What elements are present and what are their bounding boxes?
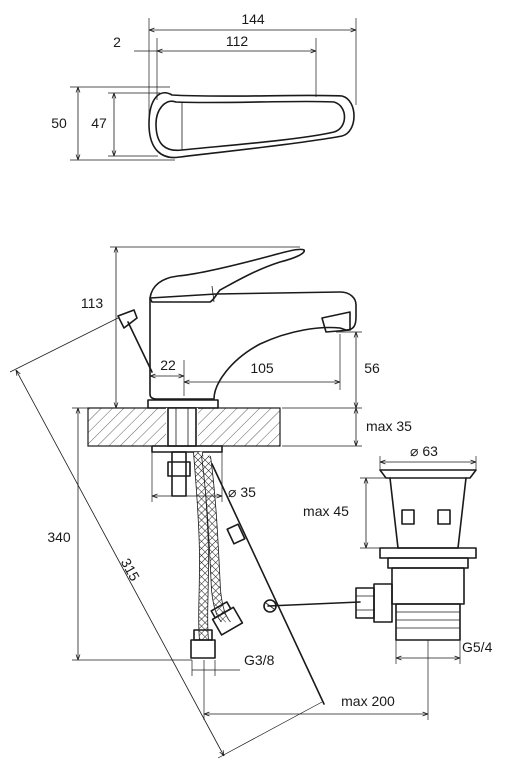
dim-deck-thickness: max 35 — [366, 418, 412, 434]
hose-fitting-left — [190, 639, 216, 659]
waste-body-lower — [391, 567, 465, 605]
popup-rod-knob — [117, 309, 153, 373]
dim-rod-reach: max 200 — [341, 693, 395, 709]
waste-dimensions: ⌀ 63 max 45 G5/4 — [303, 443, 493, 664]
overflow-slot-right — [437, 509, 451, 525]
dim-total-height: 340 — [47, 529, 71, 545]
side-nut — [355, 587, 375, 619]
handle-top-inner — [155, 100, 346, 152]
dim-hose-thread: G3/8 — [244, 652, 275, 668]
mounting-plate — [151, 445, 223, 453]
dim-overall-width: 144 — [241, 11, 265, 27]
rod-clip — [226, 523, 246, 545]
dim-hole-diameter: ⌀ 35 — [228, 484, 256, 500]
dim-spout-reach: 105 — [250, 360, 274, 376]
dim-handle-offset: 2 — [113, 34, 121, 50]
top-view: 144 2 112 50 47 — [51, 11, 357, 161]
dim-waste-diameter: ⌀ 63 — [410, 443, 438, 459]
dim-handle-height: 47 — [91, 115, 107, 131]
dim-height-113: 113 — [81, 295, 104, 311]
waste-valve — [355, 469, 477, 641]
rod-joint — [263, 599, 277, 613]
side-view-dimensions: 113 22 105 56 max 35 ⌀ 35 340 315 — [9, 246, 429, 759]
waste-flange — [379, 547, 477, 559]
dim-spout-height: 56 — [364, 360, 380, 376]
horizontal-rod — [267, 601, 361, 607]
dim-handle-length: 112 — [226, 33, 249, 49]
faucet-base — [147, 399, 219, 409]
waste-washer — [387, 557, 469, 569]
waste-cap — [379, 469, 477, 479]
dim-waste-thread: G5/4 — [462, 639, 493, 655]
handle-top-outline — [148, 92, 355, 159]
overflow-slot-left — [401, 509, 415, 525]
threaded-stud — [171, 451, 187, 497]
aerator — [321, 311, 351, 333]
dim-rod-length: 315 — [118, 555, 143, 583]
dim-overall-height: 50 — [51, 115, 67, 131]
popup-rod — [211, 463, 325, 705]
waste-tail — [395, 603, 461, 641]
side-connector — [373, 583, 393, 623]
dim-waste-depth: max 45 — [303, 503, 349, 519]
side-view — [87, 248, 361, 705]
spout-body — [149, 291, 357, 400]
handle-lever — [149, 248, 305, 303]
dim-spout-offset: 22 — [160, 357, 176, 373]
